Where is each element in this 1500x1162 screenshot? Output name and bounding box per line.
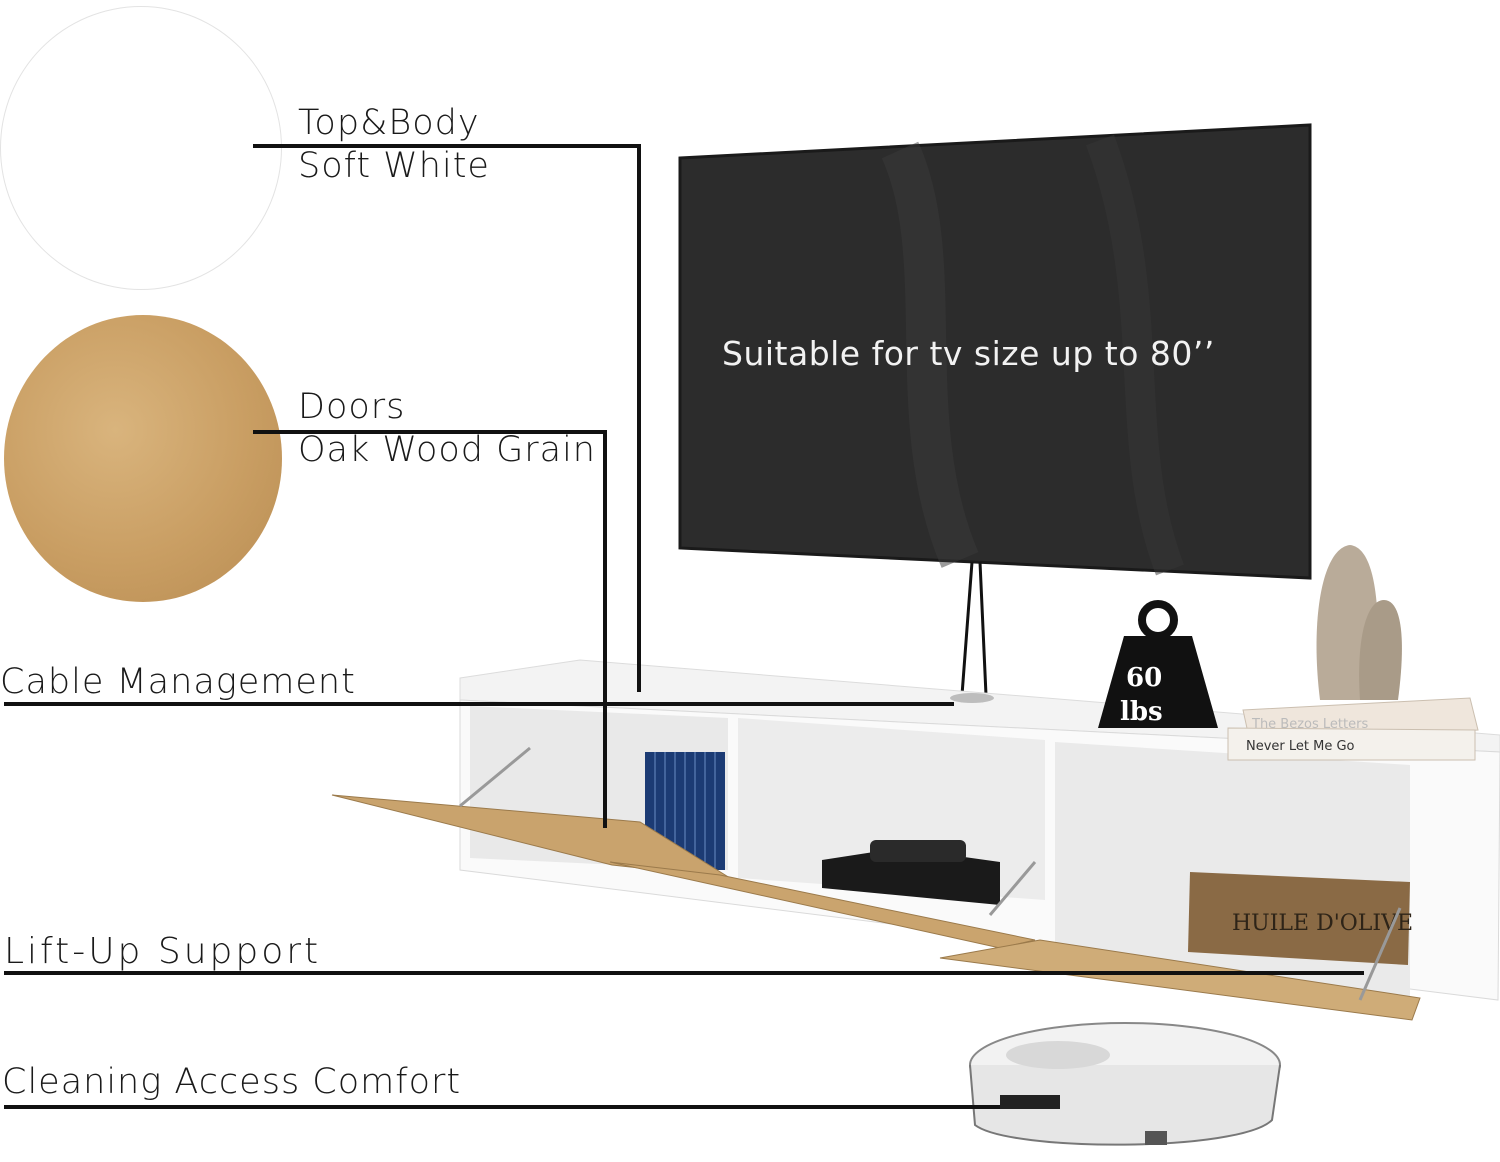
lift-leader: [4, 971, 1364, 975]
tv-size-caption: Suitable for tv size up to 80’’: [722, 334, 1215, 373]
svg-text:60: 60: [1126, 663, 1162, 693]
books-decor: The Bezos Letters Never Let Me Go: [1227, 545, 1479, 761]
cable-leader: [4, 702, 954, 706]
svg-text:Never Let Me Go: Never Let Me Go: [1246, 739, 1355, 754]
doors-leader-v: [603, 430, 607, 828]
cable-management-label: Cable Management: [0, 662, 356, 702]
oak-wood-swatch: [4, 315, 282, 602]
doors-finish-label: Oak Wood Grain: [298, 430, 596, 470]
doors-leader-h: [253, 430, 607, 434]
right-door[interactable]: [939, 939, 1421, 1021]
soft-white-swatch: [0, 6, 282, 290]
tv: [678, 123, 1312, 580]
cleaning-access-label: Cleaning Access Comfort: [2, 1062, 462, 1102]
cleaning-leader: [4, 1105, 1000, 1109]
svg-text:HUILE D'OLIVE: HUILE D'OLIVE: [1232, 911, 1413, 936]
game-console: [822, 840, 1000, 905]
top-body-leader-v: [637, 144, 641, 692]
robot-vacuum: [969, 1022, 1281, 1146]
doors-label: Doors: [298, 387, 406, 427]
svg-text:lbs: lbs: [1120, 697, 1163, 727]
lift-up-support-label: Lift-Up Support: [4, 931, 322, 972]
top-body-color-label: Soft White: [298, 146, 490, 186]
top-body-label: Top&Body: [298, 103, 480, 143]
top-body-leader-h: [253, 144, 640, 148]
middle-door[interactable]: [609, 861, 1036, 949]
olive-oil-crate: HUILE D'OLIVE: [1188, 872, 1413, 965]
weight-capacity-icon: 60 lbs: [1098, 600, 1218, 728]
